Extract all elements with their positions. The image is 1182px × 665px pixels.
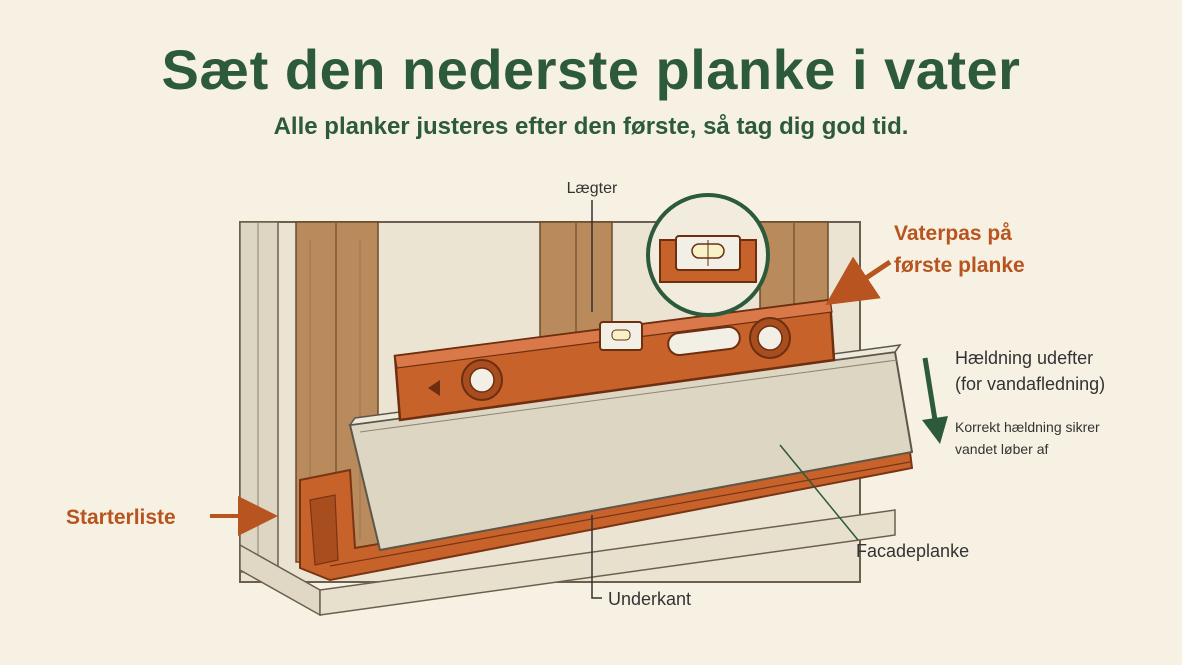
label-haeldning-line2: (for vandafledning) (955, 374, 1105, 394)
level-magnifier (646, 193, 770, 317)
label-korrekt-line1: Korrekt hældning sikrer (955, 419, 1100, 435)
leaders (210, 200, 892, 599)
label-korrekt-line2: vandet løber af (955, 441, 1048, 457)
slope-arrow-icon (922, 357, 948, 444)
label-vaterpas-line2: første planke (894, 254, 1025, 277)
starter-strip (299, 450, 914, 582)
facadeplanke-leader (779, 444, 859, 541)
label-facadeplanke: Facadeplanke (856, 541, 969, 561)
spirit-level (393, 298, 836, 422)
page-subtitle: Alle planker justeres efter den første, … (273, 113, 909, 140)
label-vaterpas-line1: Vaterpas på (894, 222, 1012, 245)
batten-3 (759, 221, 829, 313)
batten-2 (539, 221, 613, 343)
underkant-leader (591, 515, 602, 599)
label-haeldning-line1: Hældning udefter (955, 348, 1093, 368)
callout-arrow-icon (825, 256, 892, 306)
label-underkant: Underkant (608, 589, 691, 609)
page-title: Sæt den nederste planke i vater (161, 38, 1021, 101)
label-laegter: Lægter (567, 180, 618, 197)
label-starterliste: Starterliste (66, 506, 176, 529)
